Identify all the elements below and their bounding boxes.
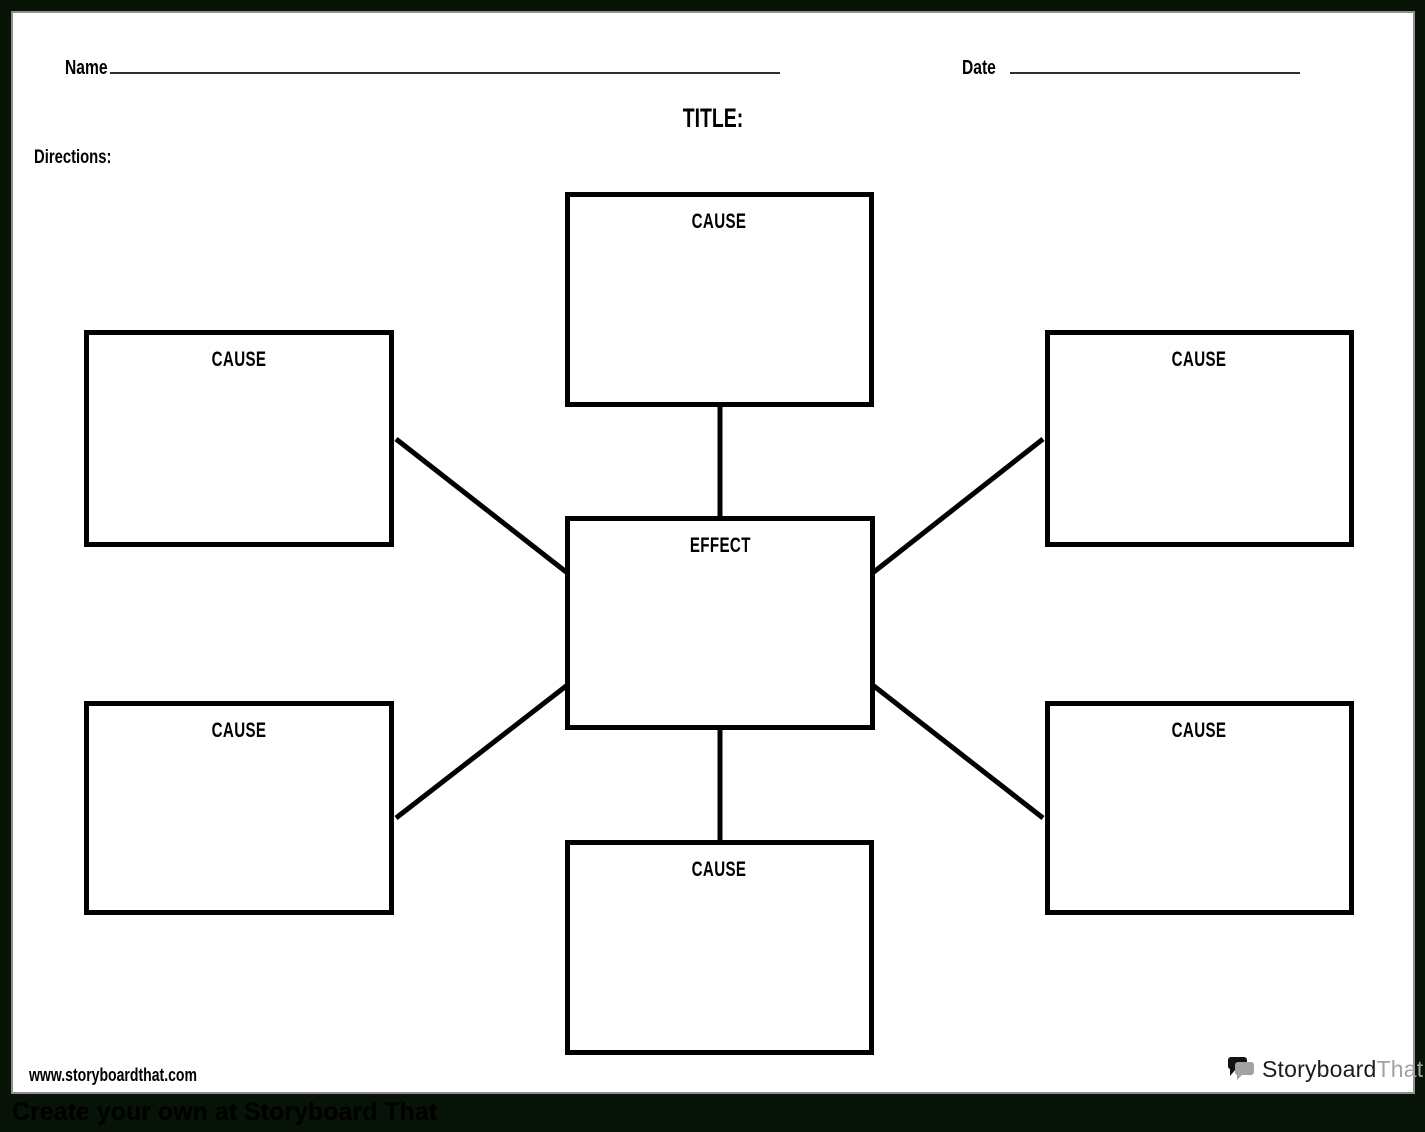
name-input-line[interactable]: [110, 72, 780, 74]
cause-box-top[interactable]: CAUSE: [565, 192, 874, 407]
storyboardthat-logo[interactable]: StoryboardThat: [1227, 1053, 1423, 1085]
connector-right-lower-diagonal: [868, 681, 1045, 820]
directions-label: Directions:: [34, 147, 112, 168]
name-row: Name: [65, 57, 119, 85]
cause-box-bottom[interactable]: CAUSE: [565, 840, 874, 1055]
logo-wordmark: StoryboardThat: [1262, 1055, 1424, 1082]
cause-box-right-lower-label: CAUSE: [1172, 719, 1227, 742]
connector-right-upper-diagonal: [868, 437, 1045, 577]
website-url: www.storyboardthat.com: [29, 1065, 197, 1085]
date-row: Date: [962, 57, 1005, 85]
cause-box-left-lower-label: CAUSE: [211, 719, 267, 742]
page-title: TITLE:: [682, 103, 744, 133]
cause-box-right-upper-label: CAUSE: [1172, 348, 1227, 371]
date-input-line[interactable]: [1010, 72, 1300, 74]
speech-bubbles-icon: [1227, 1057, 1254, 1080]
cause-box-bottom-label: CAUSE: [692, 858, 747, 881]
name-label: Name: [65, 57, 108, 79]
cause-box-left-upper[interactable]: CAUSE: [84, 330, 394, 547]
date-label: Date: [962, 57, 996, 79]
worksheet-page: Name Date TITLE: Directions: CAUSE CAUSE…: [11, 11, 1423, 1094]
connector-left-lower-diagonal: [394, 681, 572, 820]
connector-lines: [394, 407, 1045, 843]
cause-box-right-upper[interactable]: CAUSE: [1045, 330, 1354, 547]
effect-box-label: EFFECT: [689, 534, 751, 557]
cause-box-left-lower[interactable]: CAUSE: [84, 701, 394, 915]
cause-box-top-label: CAUSE: [692, 210, 747, 233]
cause-box-left-upper-label: CAUSE: [211, 348, 267, 371]
effect-box[interactable]: EFFECT: [565, 516, 875, 730]
connector-left-upper-diagonal: [394, 437, 572, 577]
cause-box-right-lower[interactable]: CAUSE: [1045, 701, 1354, 915]
bottom-banner-text: Create your own at Storyboard That: [12, 1098, 438, 1126]
